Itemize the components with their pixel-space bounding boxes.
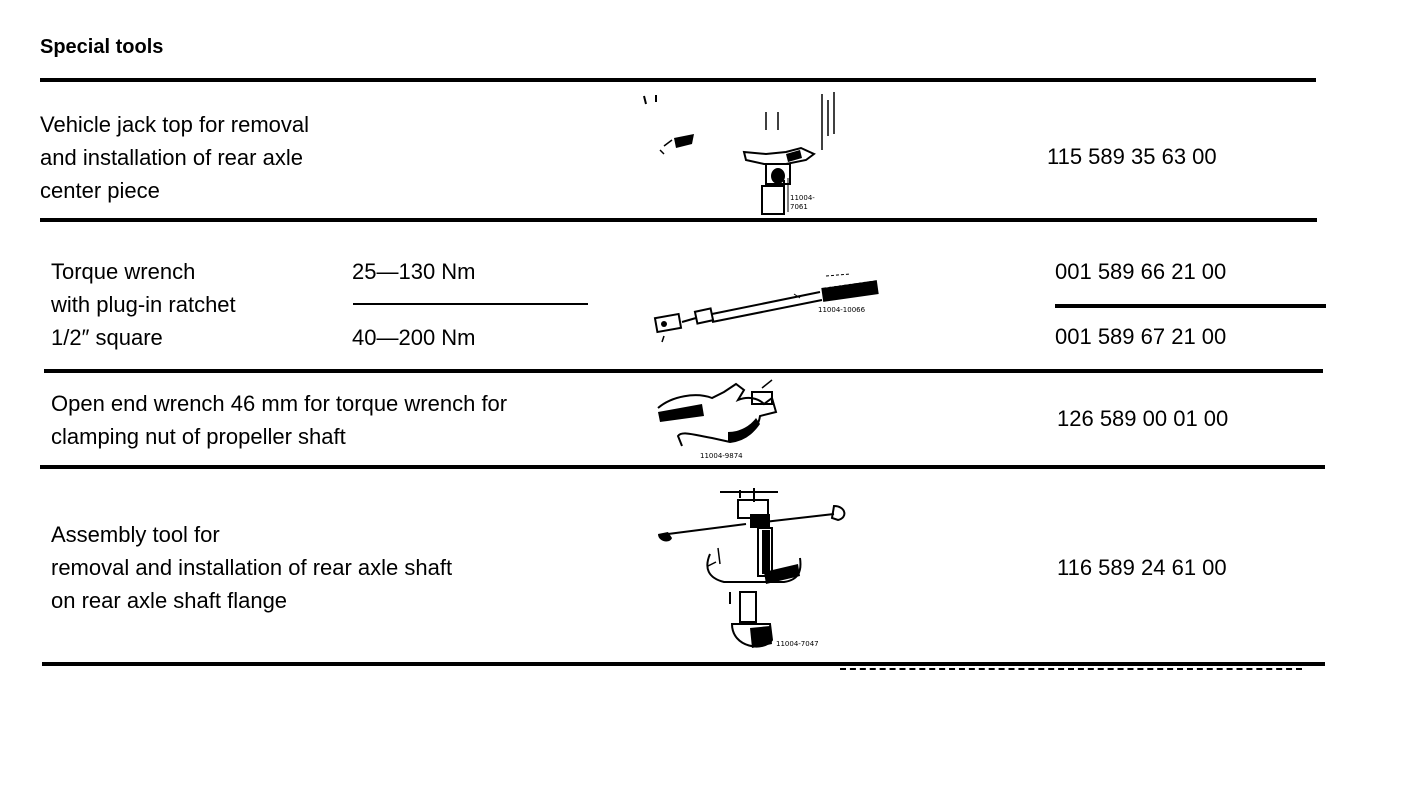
tool-description: Torque wrench with plug-in ratchet 1/2″ … — [51, 255, 236, 354]
description-line: center piece — [40, 178, 160, 203]
bottom-ghost-rule — [840, 668, 1302, 672]
description-line: Open end wrench 46 mm for torque wrench … — [51, 391, 508, 416]
figure-caption: 11004-9874 — [700, 452, 743, 460]
table-top-rule — [40, 78, 1316, 82]
description-line: Torque wrench — [51, 259, 196, 284]
part-number: 126 589 00 01 00 — [1057, 406, 1229, 431]
row-divider — [44, 369, 1323, 373]
jack-top-tool-icon: 11004-7061 — [636, 90, 856, 216]
tool-description: Assembly tool for removal and installati… — [51, 518, 452, 617]
range-divider — [353, 303, 588, 305]
tool-description: Vehicle jack top for removal and install… — [40, 108, 309, 207]
row-divider — [40, 218, 1317, 222]
part-number: 116 589 24 61 00 — [1057, 555, 1227, 580]
open-end-wrench-icon: 11004-9874 — [652, 374, 784, 464]
torque-wrench-icon: 11004-10066 — [650, 270, 890, 350]
description-line: on rear axle shaft flange — [51, 588, 288, 613]
part-number: 001 589 66 21 00 — [1055, 259, 1227, 284]
description-line: and installation of rear axle — [40, 145, 303, 170]
description-line: Assembly tool for — [51, 522, 220, 547]
figure-caption: 11004-7061 — [790, 194, 815, 211]
description-line: with plug-in ratchet — [51, 292, 236, 317]
description-line: 1/2″ square — [51, 325, 163, 350]
table-bottom-rule — [42, 662, 1325, 666]
tool-description: Open end wrench 46 mm for torque wrench … — [51, 387, 507, 453]
figure-caption: 11004-7047 — [776, 640, 819, 648]
description-line: Vehicle jack top for removal — [40, 112, 310, 137]
part-number: 115 589 35 63 00 — [1047, 144, 1217, 169]
description-line: removal and installation of rear axle sh… — [51, 555, 453, 580]
assembly-tool-icon: 11004-7047 — [654, 484, 854, 656]
row-divider — [40, 465, 1325, 469]
figure-caption: 11004-10066 — [818, 306, 866, 314]
page-title: Special tools — [40, 36, 164, 58]
description-line: clamping nut of propeller shaft — [51, 424, 346, 449]
torque-range: 40—200 Nm — [352, 325, 476, 350]
part-number-divider — [1055, 304, 1326, 308]
torque-range: 25—130 Nm — [352, 259, 476, 284]
part-number: 001 589 67 21 00 — [1055, 324, 1227, 349]
